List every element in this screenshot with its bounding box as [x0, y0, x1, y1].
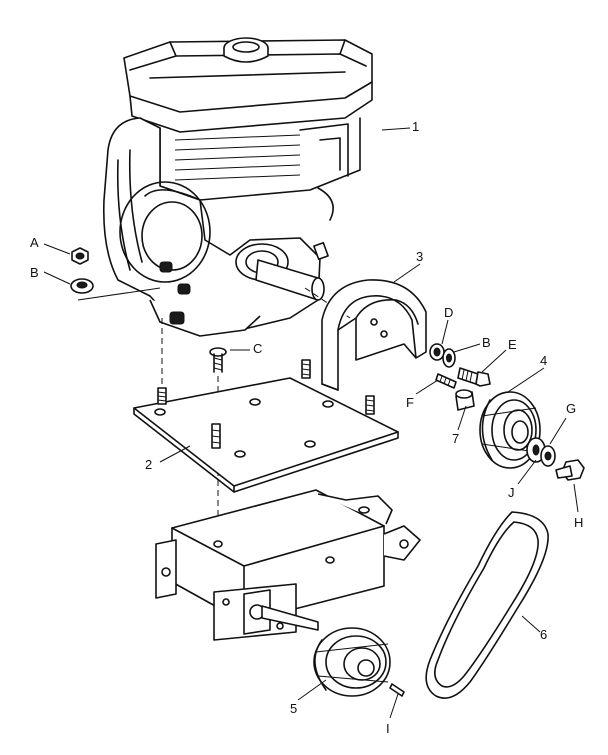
cylinder-fins: [159, 117, 361, 201]
engine-pulley: [479, 391, 541, 469]
callout-c: C: [253, 341, 263, 356]
callout-h: H: [574, 515, 584, 530]
nut-a: [71, 247, 89, 265]
callout-5: 5: [290, 701, 298, 716]
guard-nut-d: [429, 343, 445, 361]
callout-2: 2: [145, 457, 153, 472]
pulley-washer-g: [540, 445, 556, 467]
callout-d: D: [444, 305, 454, 320]
callout-j: J: [508, 485, 515, 500]
guard-washer-b: [442, 348, 456, 368]
leader-lines: [43, 127, 579, 719]
callout-1: 1: [412, 119, 420, 134]
transmission-housing: [155, 489, 421, 641]
lock-washer-b: [70, 278, 94, 294]
callout-b-right: B: [482, 335, 491, 350]
set-screw-f: [435, 373, 457, 389]
callout-4: 4: [540, 353, 548, 368]
carriage-bolt-c: [209, 347, 227, 373]
engine-assembly: [102, 37, 373, 337]
callout-b-left: B: [30, 265, 39, 280]
callout-e: E: [508, 337, 517, 352]
plate-studs: [157, 359, 375, 449]
callout-7: 7: [452, 431, 460, 446]
callout-f: F: [406, 395, 414, 410]
callout-g: G: [566, 401, 577, 416]
pulley-bolt-h: [555, 459, 585, 481]
callout-6: 6: [540, 627, 548, 642]
belt-guard: [321, 279, 427, 391]
callout-3: 3: [416, 249, 424, 264]
key-i: [389, 683, 405, 697]
callout-i: I: [386, 721, 390, 736]
spacer-7: [455, 389, 475, 411]
transmission-pulley: [313, 627, 391, 697]
drive-belt: [425, 511, 549, 699]
guard-bolt-e: [457, 367, 491, 387]
mounting-plate: [133, 359, 399, 493]
callout-a: A: [30, 235, 39, 250]
